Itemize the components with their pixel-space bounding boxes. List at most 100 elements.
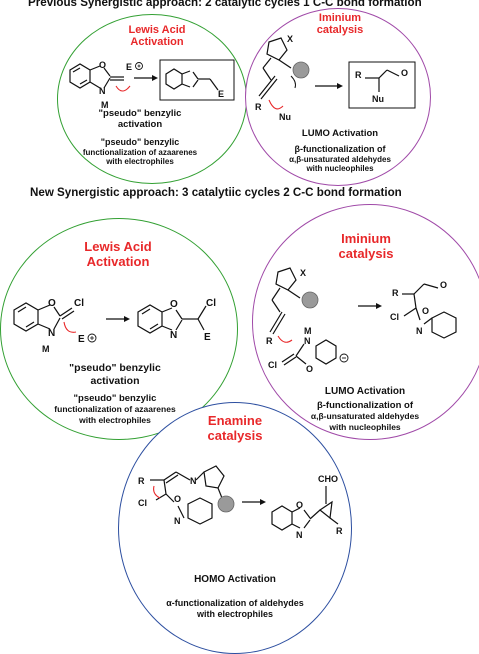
bottom-lewis-atom-cl: Cl: [74, 298, 84, 309]
bottom-lewis-pseudo-line1: "pseudo" benzylic: [69, 362, 161, 374]
top-lewis-desc-line2: functionalization of azaarenes: [82, 147, 198, 157]
bottom-iminium-curly-arrow-icon: [277, 335, 293, 343]
top-lewis-pseudo-label: "pseudo" benzylic activation: [80, 108, 200, 131]
top-iminium-circle: [245, 8, 431, 186]
bottom-lewis-acid-title: Lewis Acid Activation: [58, 239, 178, 269]
top-iminium-desc-line1: β-functionalization of: [294, 144, 386, 154]
bottom-iminium-circle: [252, 204, 479, 440]
bottom-lewis-plus-mark: [90, 336, 94, 340]
bottom-iminium-atom-cl2: Cl: [390, 312, 399, 322]
top-iminium-catalyst-sphere-icon: [292, 61, 310, 79]
top-lewis-atom-o: O: [99, 60, 106, 70]
top-iminium-description: β-functionalization of α,β-unsaturated a…: [275, 144, 405, 174]
heading-new-approach: New Synergistic approach: 3 catalytiic c…: [30, 186, 402, 199]
top-lewis-curly-arrow-icon: [115, 85, 131, 92]
bottom-lewis-curly-arrow-icon: [63, 321, 77, 333]
bottom-iminium-atom-o3: O: [422, 306, 429, 316]
top-iminium-desc-line3: with nucleophiles: [306, 164, 374, 174]
enamine-title-line2: catalysis: [207, 427, 263, 443]
enamine-catalyst-sphere-icon: [217, 495, 235, 513]
bottom-iminium-atom-cl: Cl: [268, 360, 277, 370]
top-iminium-scheme: X R Nu R O Nu: [255, 34, 416, 122]
heading-previous-approach: Previous Synergistic approach: 2 catalyt…: [28, 0, 422, 9]
enamine-atom-r: R: [138, 476, 145, 486]
bottom-lewis-scheme: O N M Cl E O N Cl E: [13, 298, 216, 354]
bottom-iminium-title: Iminium catalysis: [316, 231, 416, 261]
top-iminium-atom-nu: Nu: [279, 112, 291, 122]
top-lewis-product-structure: [165, 68, 219, 91]
bottom-lewis-reaction-arrow-icon: [106, 316, 130, 322]
top-iminium-title-line1: Iminium: [318, 12, 362, 24]
bottom-iminium-desc-line2: α,β-unsaturated aldehydes: [310, 411, 420, 422]
top-lewis-acid-title: Lewis Acid Activation: [112, 24, 202, 49]
bottom-lewis-desc-line2: functionalization of azaarenes: [54, 404, 176, 415]
bottom-lewis-atom-n2: N: [170, 330, 177, 341]
enamine-atom-n: N: [190, 476, 197, 486]
enamine-atom-n2: N: [174, 516, 181, 526]
top-lewis-plus-mark: [137, 64, 141, 68]
bottom-iminium-description: β-functionalization of α,β-unsaturated a…: [290, 400, 440, 432]
enamine-atom-cl: Cl: [138, 498, 147, 508]
enamine-title-line1: Enamine: [207, 413, 263, 428]
bottom-iminium-title-line1: Iminium: [341, 231, 391, 246]
top-lewis-acid-circle: [57, 14, 247, 184]
bottom-iminium-atom-x: X: [300, 268, 306, 278]
bottom-iminium-desc-line1: β-functionalization of: [316, 400, 414, 411]
top-lewis-atom-n: N: [99, 86, 106, 96]
enamine-title: Enamine catalysis: [185, 413, 285, 443]
bottom-iminium-atom-o: O: [306, 364, 313, 374]
bottom-iminium-atom-r: R: [266, 336, 273, 346]
bottom-iminium-product-structure: [402, 283, 457, 339]
bottom-lewis-charge-plus-icon: [87, 333, 97, 343]
bottom-lewis-pseudo-label: "pseudo" benzylic activation: [50, 362, 180, 387]
enamine-atom-r2: R: [336, 526, 343, 536]
bottom-iminium-catalyst-structure: [269, 267, 301, 335]
top-lewis-title-line2: Activation: [130, 36, 184, 49]
enamine-atom-n3: N: [296, 530, 303, 540]
bottom-lewis-title-line1: Lewis Acid: [84, 239, 152, 254]
top-iminium-atom-nu2: Nu: [372, 94, 384, 104]
enamine-atom-cho: CHO: [318, 474, 338, 484]
bottom-iminium-charge-minus-icon: [339, 353, 349, 363]
top-lewis-product-box: [159, 59, 235, 101]
top-iminium-title: Iminium catalysis: [300, 12, 380, 37]
top-iminium-product-structure: [365, 69, 400, 92]
bottom-iminium-reaction-arrow-icon: [358, 303, 382, 309]
enamine-intermediate-structure: [150, 465, 225, 525]
bottom-lewis-atom-o: O: [48, 298, 56, 309]
top-iminium-atom-r: R: [255, 102, 262, 112]
bottom-lewis-atom-cl2: Cl: [206, 298, 216, 309]
enamine-description: α-functionalization of aldehydes with el…: [160, 598, 310, 620]
bottom-iminium-atom-m: M: [304, 326, 312, 336]
top-lewis-desc-line1: "pseudo" benzylic: [100, 137, 180, 147]
top-lewis-desc-line3: with electrophiles: [106, 157, 174, 167]
top-iminium-atom-x: X: [287, 34, 293, 44]
top-iminium-desc-line2: α,β-unsaturated aldehydes: [289, 154, 391, 164]
bottom-iminium-scheme: X R Cl M N O R O Cl N O: [266, 267, 457, 374]
bottom-iminium-desc-line3: with nucleophiles: [329, 421, 401, 432]
enamine-desc-line1: α-functionalization of aldehydes: [166, 598, 304, 608]
top-iminium-lumo-label: LUMO Activation: [301, 128, 379, 139]
bottom-iminium-atom-r2: R: [392, 288, 399, 298]
top-iminium-product-box: [348, 61, 416, 109]
top-lewis-description: "pseudo" benzylic functionalization of a…: [75, 137, 205, 167]
top-lewis-pseudo-line1: "pseudo" benzylic: [98, 108, 182, 119]
bottom-lewis-atom-e: E: [204, 332, 211, 343]
top-lewis-substrate-structure: [69, 63, 124, 89]
enamine-desc-line2: with electrophiles: [196, 608, 274, 619]
enamine-atom-o: O: [174, 494, 181, 504]
bottom-lewis-desc-line1: "pseudo" benzylic: [73, 393, 157, 404]
bottom-iminium-atom-n2: N: [416, 326, 423, 336]
bottom-lewis-pseudo-line2: activation: [90, 374, 140, 387]
bottom-lewis-description: "pseudo" benzylic functionalization of a…: [40, 393, 190, 425]
bottom-lewis-atom-n: N: [48, 328, 55, 339]
top-lewis-atom-m: M: [101, 100, 109, 110]
top-lewis-scheme: O N M E E: [69, 59, 235, 110]
top-iminium-atom-r2: R: [355, 70, 362, 80]
enamine-curly-arrow-icon: [153, 485, 161, 499]
bottom-lewis-acid-circle: [0, 218, 238, 440]
bottom-lewis-desc-line3: with electrophiles: [79, 414, 151, 425]
top-lewis-pseudo-line2: activation: [117, 119, 163, 131]
top-lewis-atom-e: E: [218, 89, 224, 99]
top-lewis-title-line1: Lewis Acid: [128, 24, 186, 36]
